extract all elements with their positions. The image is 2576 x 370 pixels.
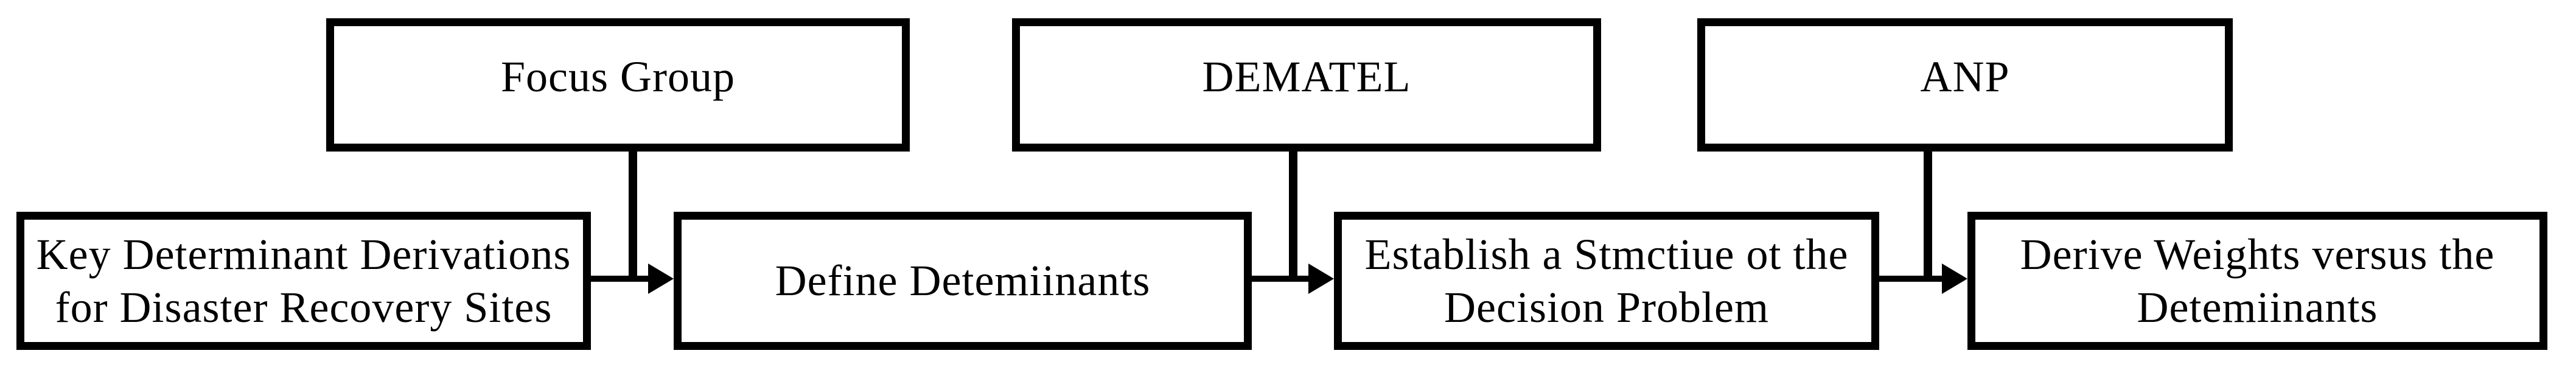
arrowhead-right-icon (1308, 264, 1334, 294)
connector-focus-group-vline (629, 152, 637, 282)
node-anp: ANP (1697, 18, 2233, 152)
connector-anp-vline (1924, 152, 1932, 282)
node-derive-weights: Derive Weights versus the Detemiinants (1967, 212, 2547, 350)
node-establish-structure-label: Establish a Stmctiue ot the Decision Pro… (1364, 230, 1849, 332)
node-key-determinant-derivations: Key Determinant Derivations for Disaster… (16, 212, 591, 350)
node-anp-label: ANP (1920, 52, 2010, 102)
arrow-shaft-2 (1252, 276, 1308, 282)
node-focus-group-label: Focus Group (501, 52, 735, 102)
node-define-determinants: Define Detemiinants (674, 212, 1252, 350)
node-establish-structure: Establish a Stmctiue ot the Decision Pro… (1334, 212, 1879, 350)
node-dematel-label: DEMATEL (1202, 52, 1411, 102)
arrow-shaft-3 (1879, 276, 1942, 282)
node-focus-group: Focus Group (326, 18, 910, 152)
node-dematel: DEMATEL (1012, 18, 1601, 152)
arrowhead-right-icon (1942, 264, 1967, 294)
arrow-shaft-1 (591, 276, 648, 282)
connector-dematel-vline (1289, 152, 1297, 282)
node-key-determinant-derivations-label: Key Determinant Derivations for Disaster… (36, 230, 571, 332)
node-derive-weights-label: Derive Weights versus the Detemiinants (2020, 230, 2495, 332)
node-define-determinants-label: Define Detemiinants (775, 256, 1151, 305)
arrowhead-right-icon (648, 264, 674, 294)
